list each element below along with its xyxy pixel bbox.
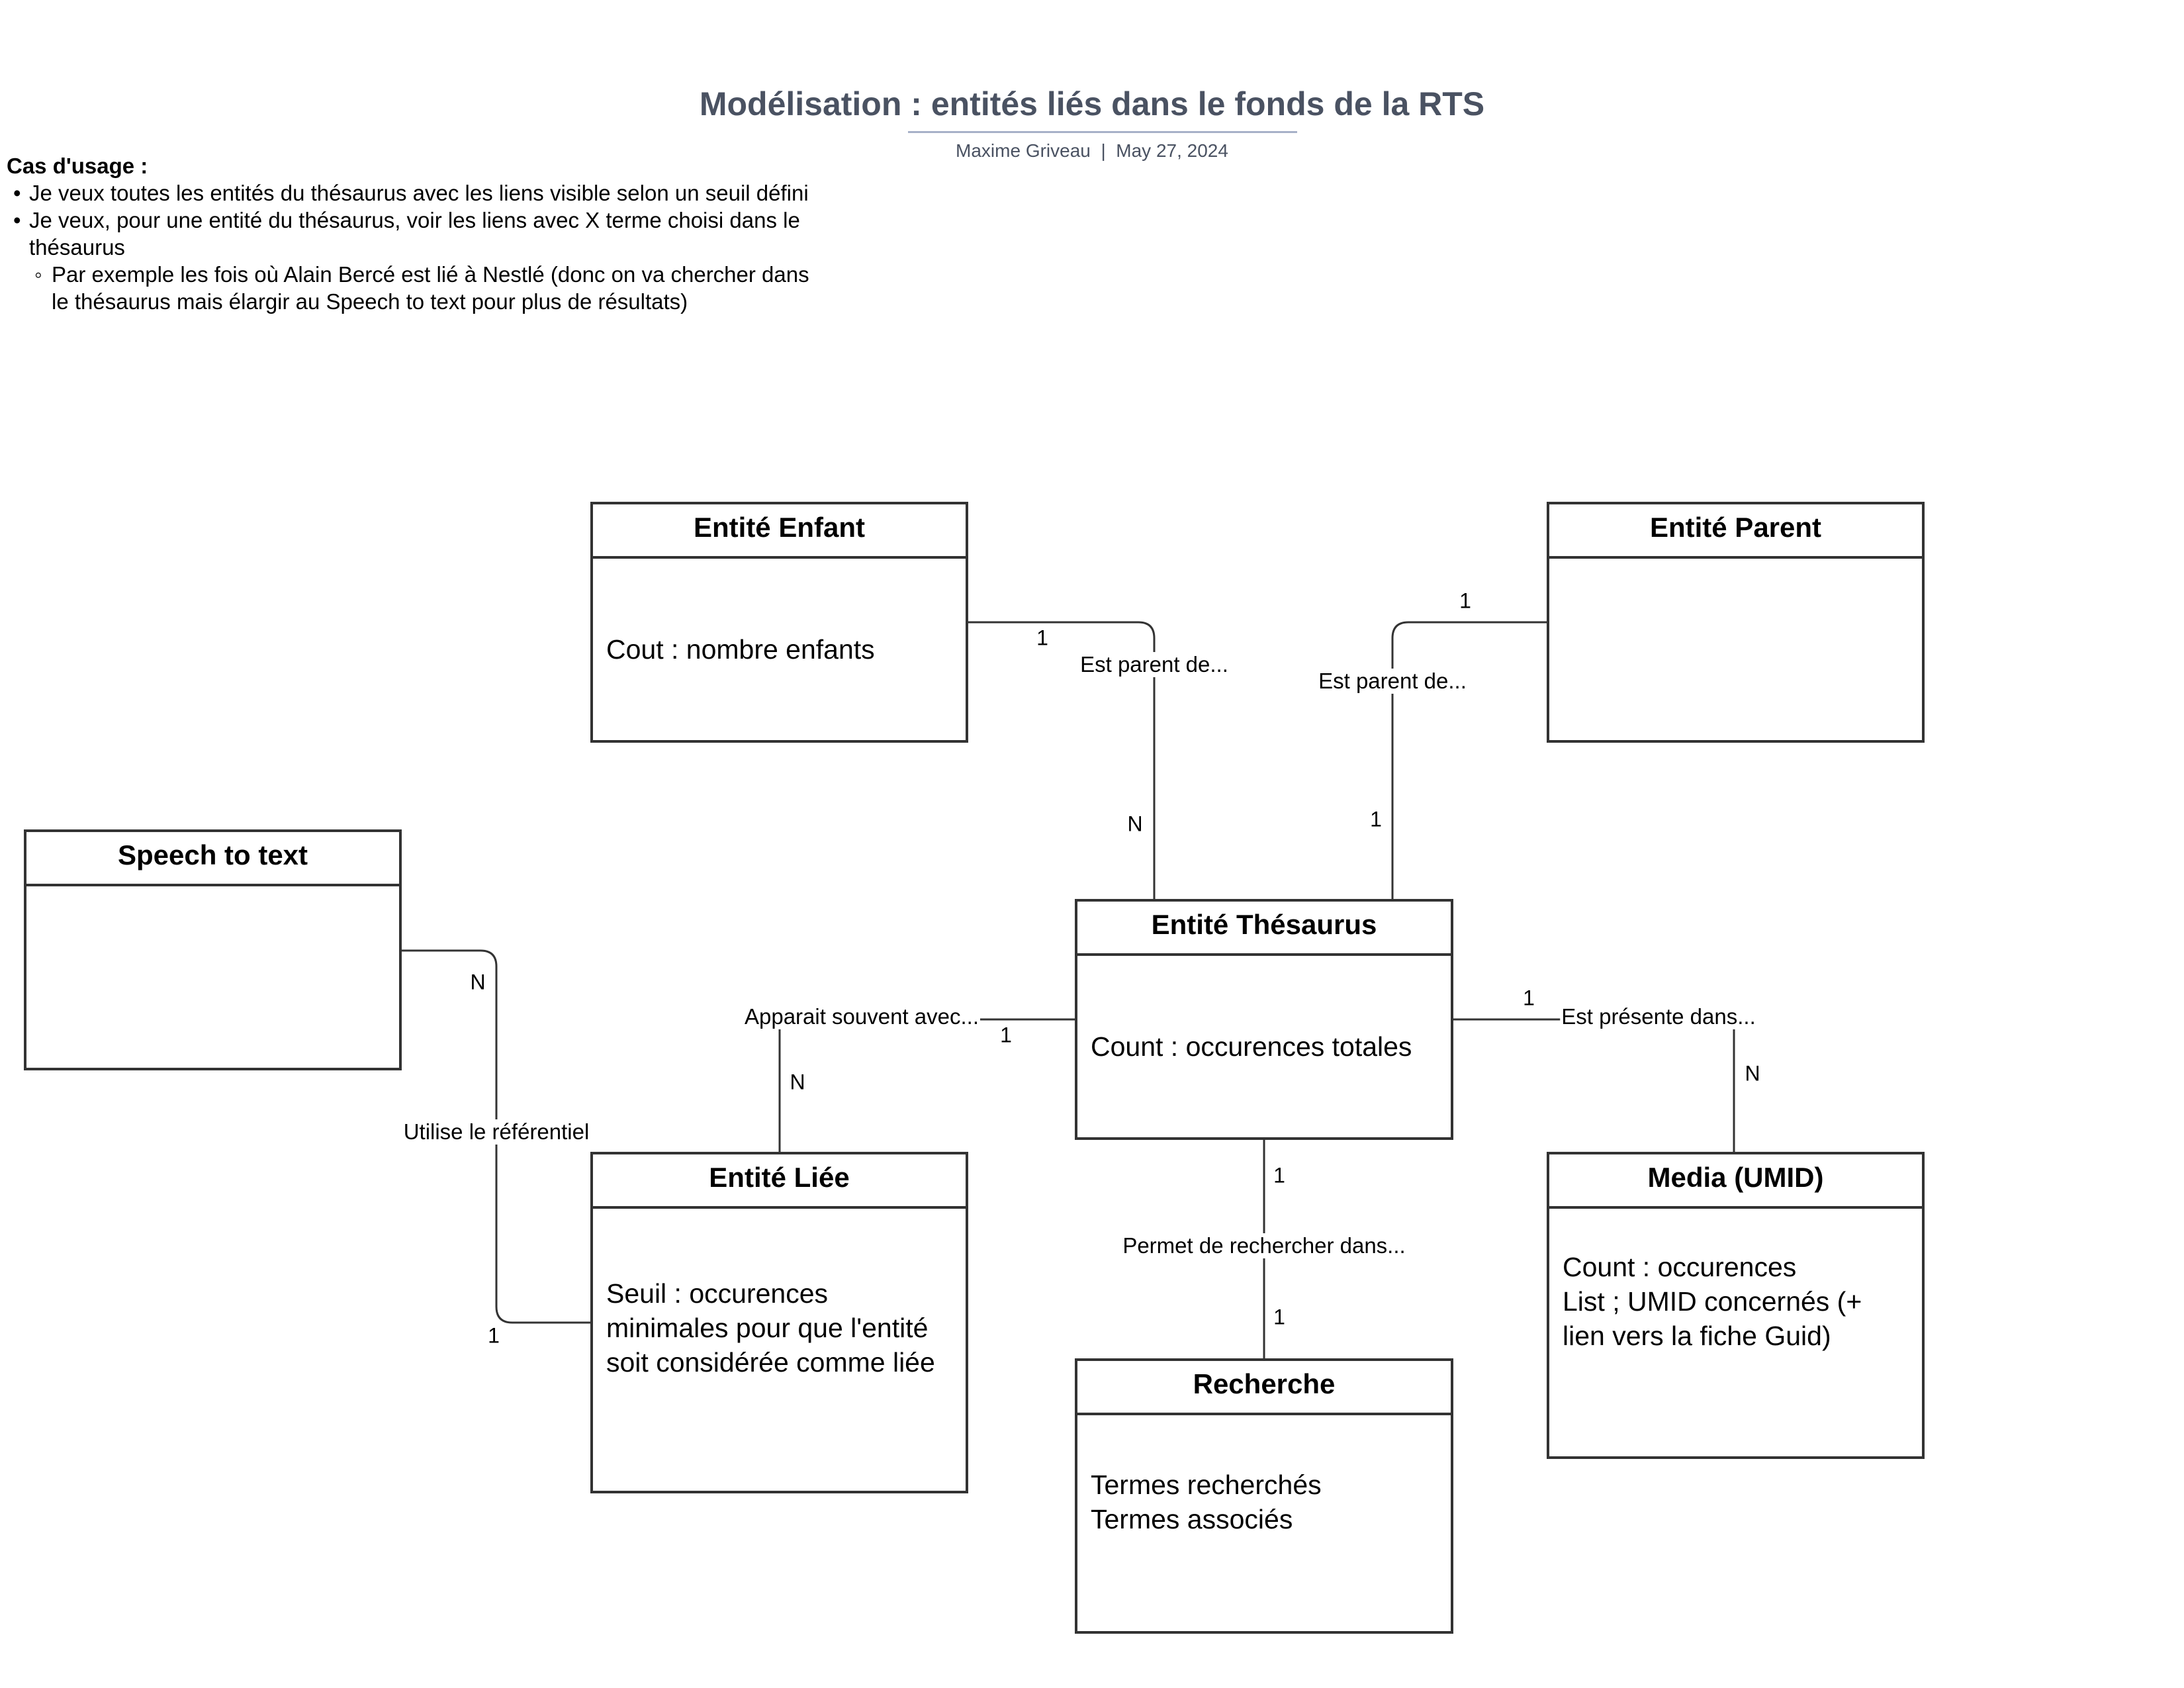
relation-label-apparait: Apparait souvent avec... bbox=[743, 1004, 981, 1029]
entity-enfant-body: Cout : nombre enfants bbox=[606, 634, 875, 665]
connector-enfant-thesaurus bbox=[968, 621, 1156, 899]
entity-recherche-body: Termes recherchés Termes associés bbox=[1091, 1470, 1322, 1534]
entity-thesaurus-title: Entité Thésaurus bbox=[1077, 902, 1451, 956]
cardinality-apparait-liee-side: N bbox=[790, 1070, 805, 1094]
entity-liee-body: Seuil : occurences minimales pour que l'… bbox=[606, 1278, 935, 1378]
page-title: Modélisation : entités liés dans le fond… bbox=[699, 85, 1485, 122]
cardinality-utilise-liee-side: 1 bbox=[488, 1323, 500, 1348]
entity-parent-title: Entité Parent bbox=[1549, 504, 1922, 559]
relation-label-enfant: Est parent de... bbox=[1079, 652, 1230, 677]
entity-thesaurus[interactable]: Entité Thésaurus Count : occurences tota… bbox=[1075, 899, 1453, 1140]
cardinality-presente-media-side: N bbox=[1745, 1061, 1760, 1086]
entity-enfant-title: Entité Enfant bbox=[593, 504, 966, 559]
page-meta: Maxime Griveau | May 27, 2024 bbox=[0, 140, 2184, 162]
author-name: Maxime Griveau bbox=[956, 140, 1091, 161]
cardinality-recherche-thesaurus-side: 1 bbox=[1273, 1163, 1285, 1188]
entity-enfant[interactable]: Entité Enfant Cout : nombre enfants bbox=[590, 502, 968, 743]
connector-thesaurus-media bbox=[1453, 1018, 1735, 1152]
cardinality-parent-side: 1 bbox=[1459, 588, 1471, 613]
entity-thesaurus-body: Count : occurences totales bbox=[1091, 1031, 1412, 1062]
cardinality-apparait-thesaurus-side: 1 bbox=[1000, 1023, 1012, 1047]
entity-recherche-title: Recherche bbox=[1077, 1361, 1451, 1415]
cardinality-presente-thesaurus-side: 1 bbox=[1523, 986, 1535, 1010]
cardinality-utilise-speech-side: N bbox=[470, 970, 486, 994]
cardinality-enfant-side: 1 bbox=[1036, 626, 1048, 650]
entity-speech-to-text[interactable]: Speech to text bbox=[24, 829, 402, 1070]
relation-label-recherche: Permet de rechercher dans... bbox=[1121, 1233, 1407, 1258]
entity-media-title: Media (UMID) bbox=[1549, 1154, 1922, 1209]
entity-parent[interactable]: Entité Parent bbox=[1547, 502, 1925, 743]
use-case-sub-item: Par exemple les fois où Alain Bercé est … bbox=[7, 261, 814, 315]
use-cases-list: Je veux toutes les entités du thésaurus … bbox=[7, 179, 814, 315]
entity-liee-title: Entité Liée bbox=[593, 1154, 966, 1209]
relation-label-presente: Est présente dans... bbox=[1560, 1004, 1757, 1029]
use-case-item: Je veux toutes les entités du thésaurus … bbox=[7, 179, 814, 207]
cardinality-recherche-side: 1 bbox=[1273, 1305, 1285, 1329]
document-date: May 27, 2024 bbox=[1116, 140, 1228, 161]
entity-media[interactable]: Media (UMID) Count : occurences List ; U… bbox=[1547, 1152, 1925, 1459]
entity-media-body: Count : occurences List ; UMID concernés… bbox=[1563, 1252, 1862, 1351]
relation-label-utilise: Utilise le référentiel bbox=[402, 1119, 591, 1145]
cardinality-parent-thesaurus-side: 1 bbox=[1370, 807, 1382, 831]
use-cases-title: Cas d'usage : bbox=[7, 154, 148, 178]
connector-thesaurus-liee bbox=[778, 1018, 1075, 1152]
entity-recherche[interactable]: Recherche Termes recherchés Termes assoc… bbox=[1075, 1358, 1453, 1634]
entity-speech-title: Speech to text bbox=[26, 832, 399, 886]
entity-liee[interactable]: Entité Liée Seuil : occurences minimales… bbox=[590, 1152, 968, 1493]
connector-parent-thesaurus bbox=[1391, 621, 1547, 899]
use-cases-block: Cas d'usage : Je veux toutes les entités… bbox=[7, 152, 814, 315]
use-case-item: Je veux, pour une entité du thésaurus, v… bbox=[7, 207, 814, 261]
title-underline bbox=[908, 131, 1297, 133]
meta-separator: | bbox=[1101, 140, 1106, 161]
entity-speech-body bbox=[26, 886, 399, 1068]
entity-parent-body bbox=[1549, 559, 1922, 740]
relation-label-parent: Est parent de... bbox=[1317, 669, 1468, 694]
cardinality-enfant-thesaurus-side: N bbox=[1127, 812, 1143, 836]
